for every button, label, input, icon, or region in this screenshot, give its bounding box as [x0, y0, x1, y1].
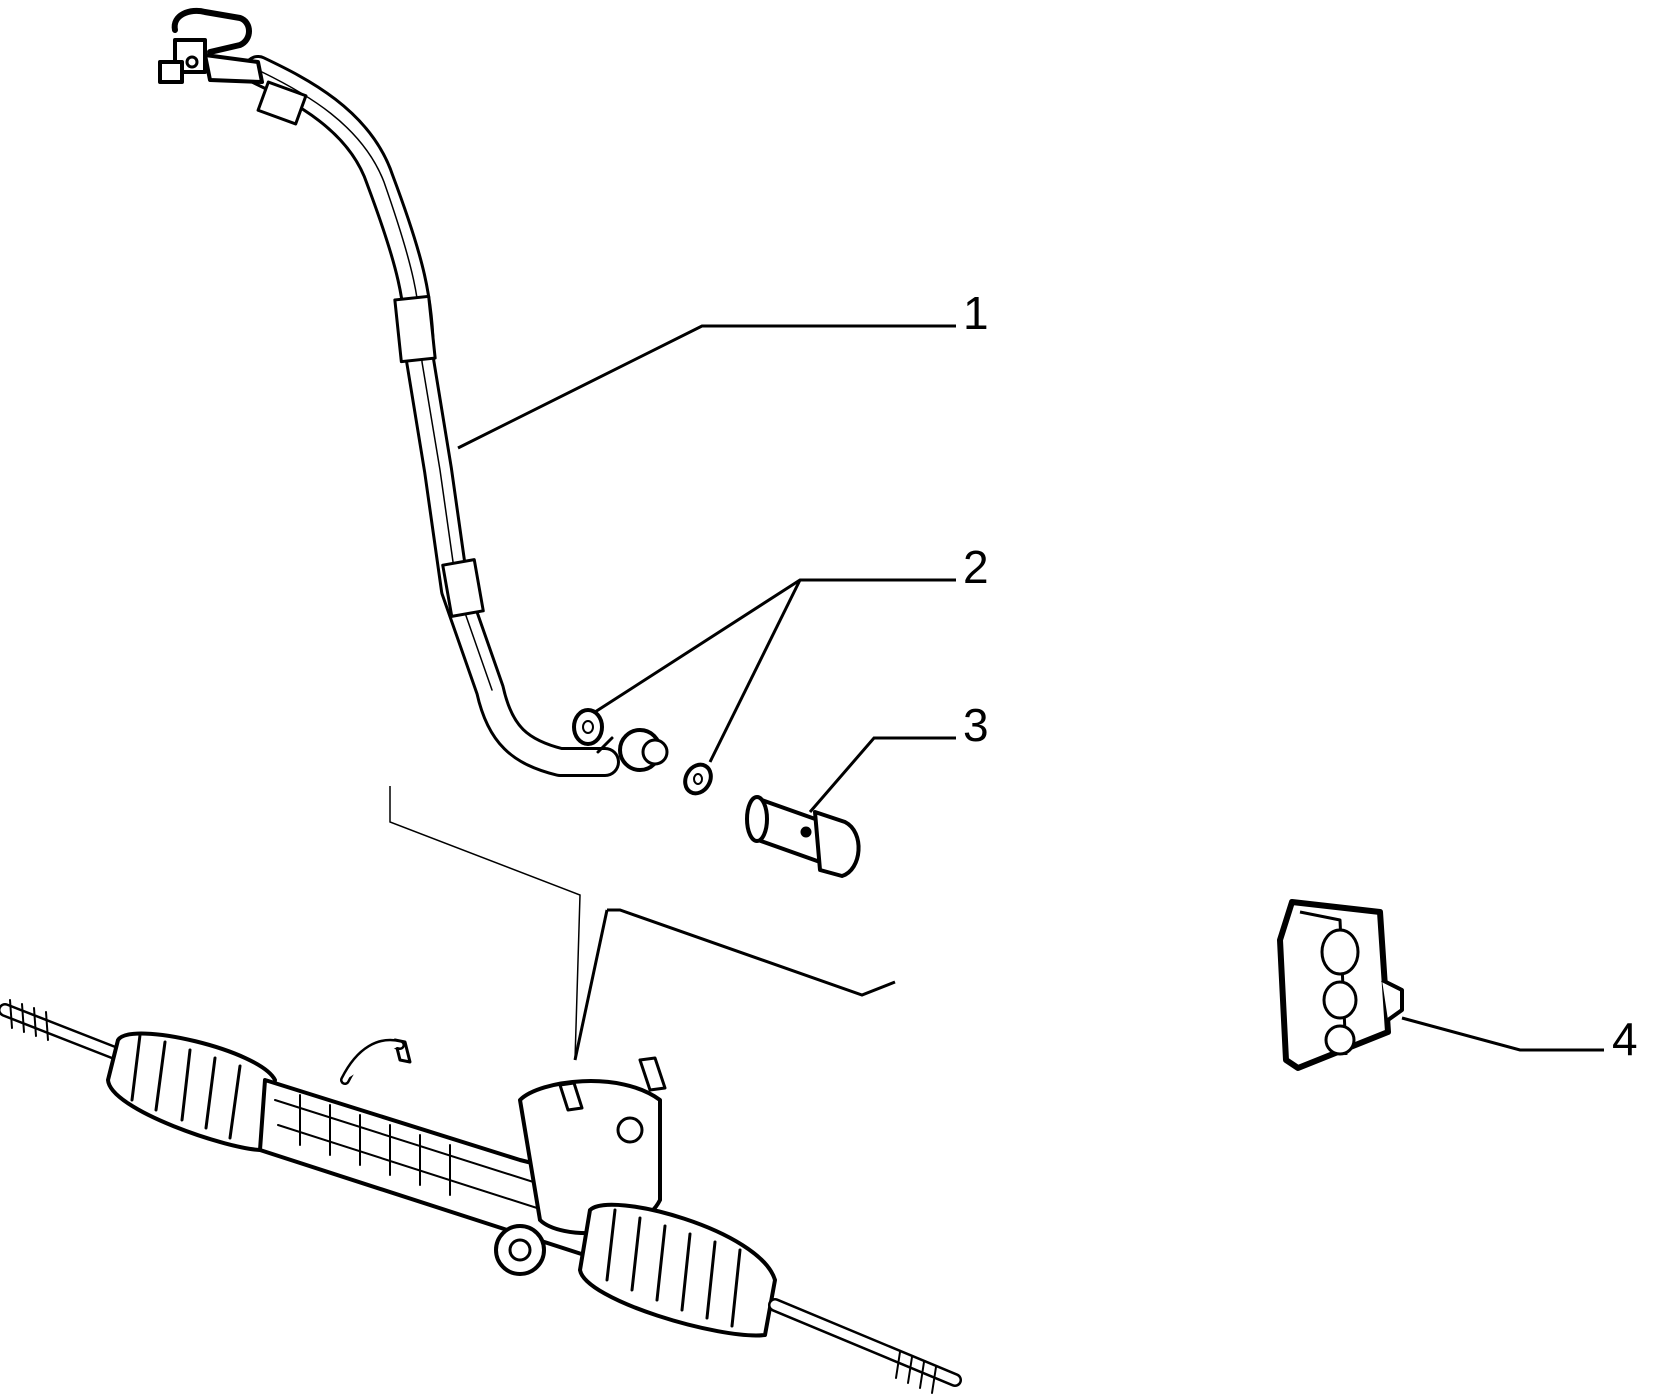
steering-rack [0, 999, 962, 1394]
leader-line-4 [1401, 1016, 1604, 1052]
callout-label-3: 3 [963, 699, 989, 751]
leader-line-3 [808, 736, 956, 813]
callout-label-1: 1 [963, 287, 989, 339]
reference-line-right [607, 908, 896, 997]
pressure-hose [158, 8, 669, 777]
banjo-bolt [745, 795, 861, 878]
sealing-washers [572, 708, 713, 796]
leader-line-1 [457, 324, 956, 450]
callout-label-2: 2 [963, 541, 989, 593]
callout-label-4: 4 [1612, 1013, 1638, 1065]
leader-line-2 [594, 578, 956, 714]
bracket [1277, 899, 1404, 1071]
reference-line-left [389, 786, 581, 1061]
